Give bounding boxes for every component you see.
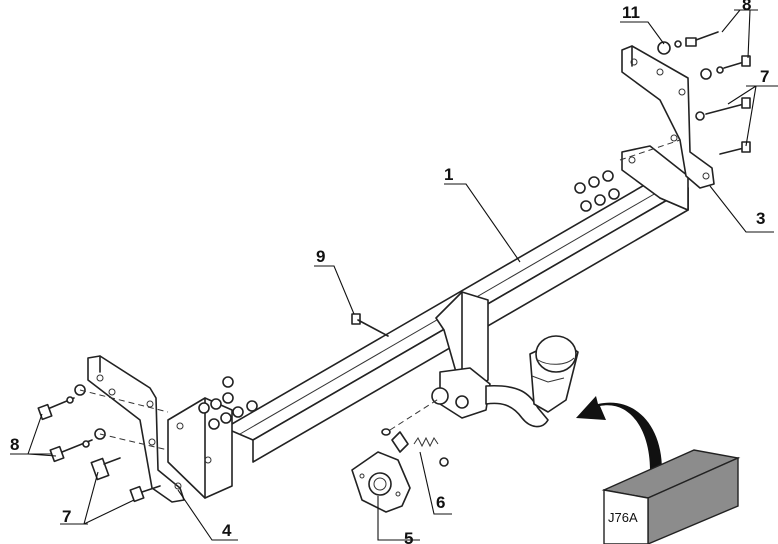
callout-7-left: 7	[62, 507, 71, 526]
spring-assembly	[381, 428, 449, 467]
leader-lines	[10, 9, 778, 541]
callout-6: 6	[436, 493, 445, 512]
model-box: J76A	[601, 449, 741, 544]
callout-5: 5	[404, 529, 413, 544]
tow-ball	[485, 335, 579, 428]
right-crossbar-bracket	[621, 145, 689, 211]
fasteners	[37, 31, 751, 503]
right-side-plate	[621, 45, 715, 189]
callout-8-right: 8	[742, 0, 751, 14]
right-nut-cluster	[574, 170, 620, 212]
callout-3: 3	[756, 209, 765, 228]
left-nut-cluster	[198, 376, 258, 430]
curved-arrow-icon	[576, 396, 662, 470]
callout-4: 4	[222, 521, 232, 540]
alignment-lines	[79, 139, 681, 451]
callout-numbers: 1 3 4 5 6 7 7 8 8 9 11	[10, 0, 769, 544]
socket-plate	[351, 451, 411, 513]
model-label: J76A	[608, 510, 638, 525]
callout-1: 1	[444, 165, 453, 184]
callout-7-right: 7	[760, 67, 769, 86]
callout-8-left: 8	[10, 435, 19, 454]
hitch-mount	[431, 291, 491, 419]
callout-9: 9	[316, 247, 325, 266]
callout-11: 11	[622, 3, 640, 22]
